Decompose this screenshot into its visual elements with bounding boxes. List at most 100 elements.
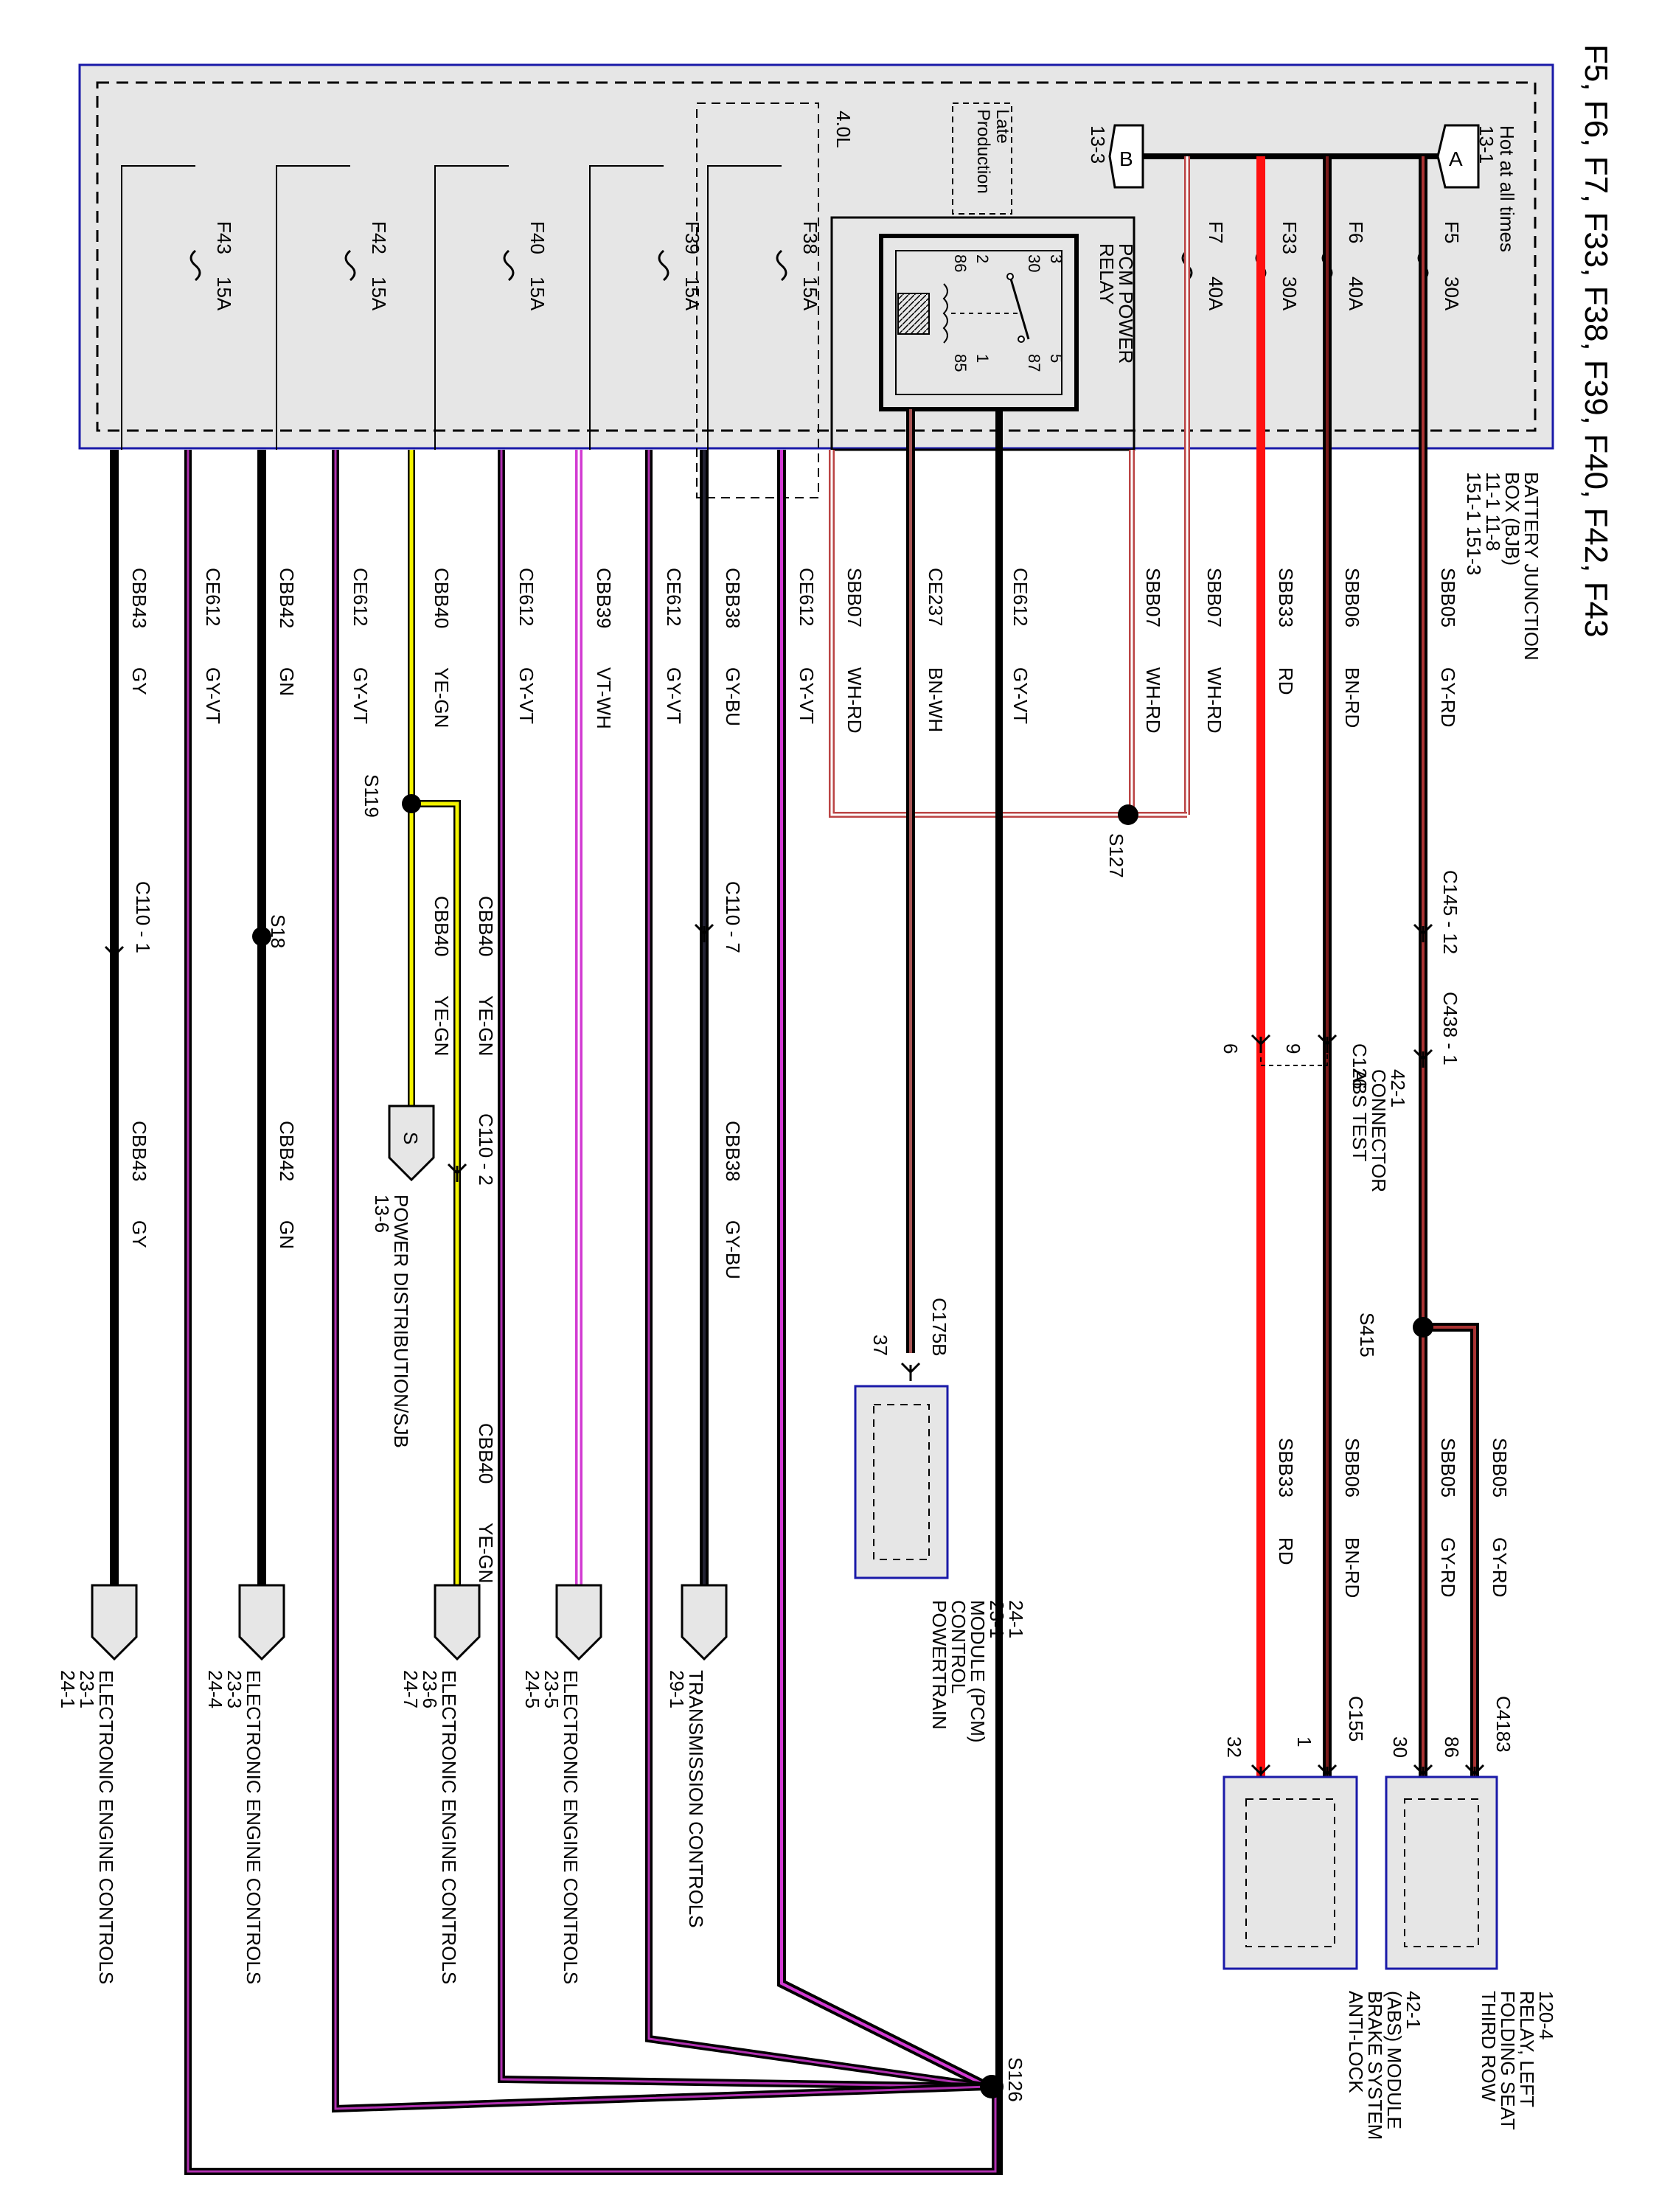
conn-c4183-pin30: 30 [1389, 1736, 1411, 1758]
svg-text:C126: C126 [1349, 1043, 1371, 1089]
svg-text:Production: Production [973, 109, 993, 194]
svg-text:RELAY, LEFT: RELAY, LEFT [1516, 1991, 1538, 2107]
wire-sbb07-relay [829, 450, 1187, 818]
dest-eec-f42: ELECTRONIC ENGINE CONTROLS 23-3 24-4 [204, 1670, 265, 1984]
svg-text:BRAKE SYSTEM: BRAKE SYSTEM [1364, 1991, 1386, 2140]
svg-text:CBB40: CBB40 [475, 1423, 497, 1484]
svg-text:C110 - 2: C110 - 2 [475, 1113, 497, 1186]
svg-text:24-5: 24-5 [521, 1670, 543, 1708]
conn-c126-pin9: 9 [1282, 1043, 1304, 1054]
conn-c110-2: C110 - 2 [475, 1113, 497, 1186]
svg-text:S415: S415 [1356, 1312, 1378, 1357]
svg-text:GY-VT: GY-VT [663, 667, 685, 724]
conn-c126: C126 [1349, 1043, 1371, 1089]
svg-text:32: 32 [1223, 1736, 1245, 1758]
svg-text:SBB33: SBB33 [1275, 568, 1297, 627]
pcm-power-relay [830, 216, 1135, 451]
connector-a: A [1449, 147, 1463, 170]
destination-tab-0 [681, 1584, 728, 1661]
splice-s415: S415 [1356, 1312, 1378, 1357]
svg-text:C110 - 1: C110 - 1 [132, 881, 154, 953]
bjb-label: BATTERY JUNCTION BOX (BJB) 11-1 11-8 151… [1463, 472, 1543, 661]
svg-text:CE237: CE237 [925, 568, 947, 627]
conn-c438: C438 - 1 [1439, 992, 1461, 1065]
svg-text:C155: C155 [1345, 1696, 1367, 1742]
svg-text:24-1: 24-1 [57, 1670, 79, 1708]
svg-text:CE612: CE612 [663, 568, 685, 627]
svg-text:15A: 15A [368, 276, 390, 311]
wire-ce612-f43 [184, 450, 999, 2175]
svg-text:POWERTRAIN: POWERTRAIN [928, 1600, 950, 1730]
svg-text:9: 9 [1282, 1043, 1304, 1054]
svg-text:F43: F43 [213, 221, 235, 254]
svg-text:13-1: 13-1 [1475, 125, 1498, 164]
conn-c110-7: C110 - 7 [722, 881, 744, 953]
svg-text:RD: RD [1275, 1537, 1297, 1565]
svg-text:SBB07: SBB07 [844, 568, 866, 627]
svg-text:A: A [1449, 147, 1463, 170]
svg-text:C438 - 1: C438 - 1 [1439, 992, 1461, 1065]
svg-text:SBB05: SBB05 [1489, 1438, 1511, 1498]
svg-text:F6: F6 [1345, 221, 1367, 243]
svg-text:120-4: 120-4 [1535, 1991, 1557, 2040]
svg-text:CONNECTOR: CONNECTOR [1368, 1069, 1390, 1192]
svg-text:BATTERY JUNCTION: BATTERY JUNCTION [1520, 472, 1543, 661]
late-production-box [952, 102, 1012, 215]
svg-text:BOX (BJB): BOX (BJB) [1501, 472, 1523, 566]
s-connector: S [388, 1105, 435, 1182]
splice-s119-dot [402, 794, 421, 813]
conn-c4183: C4183 [1492, 1696, 1514, 1753]
svg-text:PCM POWER: PCM POWER [1115, 243, 1137, 364]
svg-text:85: 85 [951, 354, 970, 372]
dest-eec-f43: ELECTRONIC ENGINE CONTROLS 23-1 24-1 [57, 1670, 117, 1984]
svg-text:40A: 40A [1345, 276, 1367, 311]
wire-ce612-f38 [777, 450, 990, 2091]
svg-text:29-1: 29-1 [666, 1670, 688, 1708]
splice-s18: S18 [267, 914, 289, 948]
svg-text:SBB33: SBB33 [1275, 1438, 1297, 1498]
svg-text:15A: 15A [213, 276, 235, 311]
svg-text:CBB38: CBB38 [722, 568, 744, 628]
svg-text:CONTROL: CONTROL [947, 1600, 970, 1694]
dest-transmission-controls: TRANSMISSION CONTROLS 29-1 [666, 1670, 707, 1928]
svg-text:24-4: 24-4 [204, 1670, 226, 1708]
svg-text:30: 30 [1025, 254, 1043, 272]
diagram-title: F5, F6, F7, F33, F38, F39, F40, F42, F43 [1578, 44, 1614, 638]
svg-text:CBB38: CBB38 [722, 1121, 744, 1181]
wire-cbb40 [408, 450, 461, 1585]
svg-text:GN: GN [276, 1220, 298, 1249]
svg-text:F38: F38 [799, 221, 821, 254]
svg-text:SBB06: SBB06 [1341, 568, 1363, 627]
svg-text:SBB07: SBB07 [1142, 568, 1164, 627]
svg-text:F7: F7 [1205, 221, 1227, 243]
dest-eec-f40: ELECTRONIC ENGINE CONTROLS 23-6 24-7 [400, 1670, 460, 1984]
svg-text:CBB40: CBB40 [431, 896, 453, 956]
pcm-module [854, 1385, 949, 1579]
svg-text:ELECTRONIC ENGINE CONTROLS: ELECTRONIC ENGINE CONTROLS [560, 1670, 582, 1984]
splice-s119: S119 [361, 774, 383, 818]
svg-text:151-1 151-3: 151-1 151-3 [1463, 472, 1485, 575]
svg-text:F40: F40 [526, 221, 549, 254]
svg-text:CBB40: CBB40 [475, 896, 497, 956]
svg-text:24-7: 24-7 [400, 1670, 422, 1708]
svg-text:87: 87 [1025, 354, 1043, 372]
svg-text:F5: F5 [1441, 221, 1463, 243]
svg-text:MODULE (PCM): MODULE (PCM) [967, 1600, 989, 1743]
pcm-module-label: POWERTRAIN CONTROL MODULE (PCM) 23-1 24-… [928, 1600, 1027, 1743]
svg-text:ANTI-LOCK: ANTI-LOCK [1345, 1991, 1367, 2093]
svg-text:VT-WH: VT-WH [593, 667, 615, 729]
svg-text:ELECTRONIC ENGINE CONTROLS: ELECTRONIC ENGINE CONTROLS [438, 1670, 460, 1984]
svg-text:30: 30 [1389, 1736, 1411, 1758]
engine-40l-label: 4.0L [832, 111, 855, 148]
